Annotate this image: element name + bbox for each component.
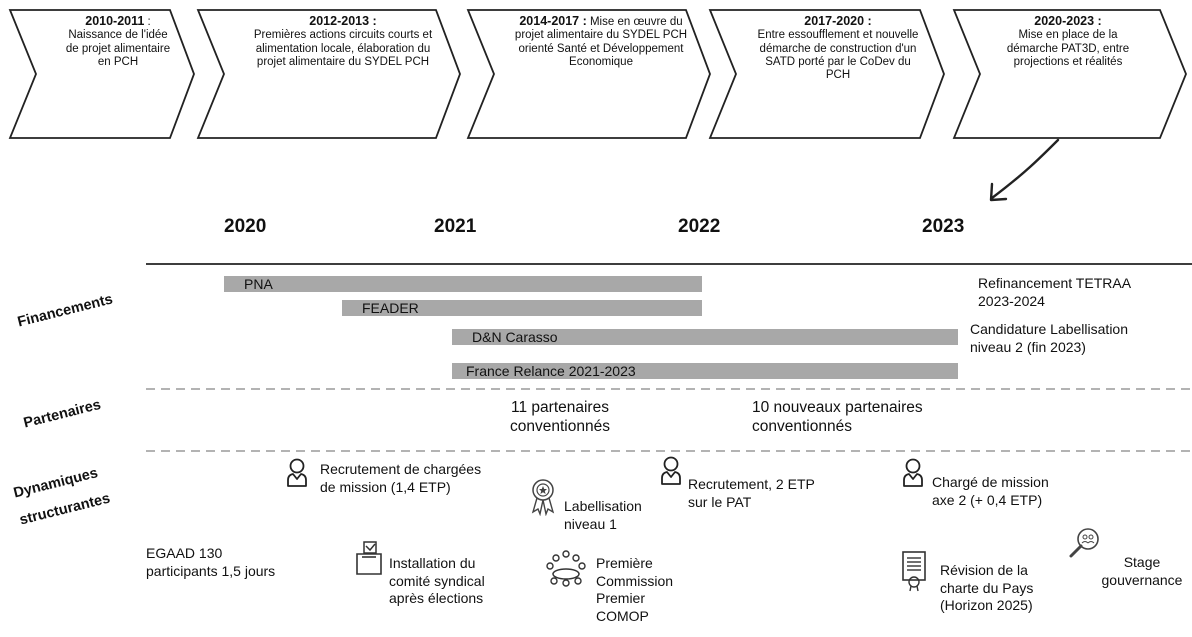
phase-chevron-5 [952, 9, 1187, 139]
funding-label-feader: FEADER [362, 300, 419, 316]
event-charte: Révision de la charte du Pays (Horizon 2… [940, 562, 1034, 613]
search-people-icon [1068, 526, 1102, 560]
phase-chevron-3 [466, 9, 711, 139]
partners-2021: 11 partenaires conventionnés [510, 399, 610, 436]
funding-label-pna: PNA [244, 276, 273, 292]
phase-chevron-1 [8, 9, 195, 139]
phase-3-text: 2014-2017 : Mise en œuvre du projet alim… [514, 14, 688, 132]
phase-1-sep: : [144, 16, 151, 28]
ballot-box-icon [354, 540, 384, 576]
phase-5-years: 2020-2023 : [1034, 14, 1102, 28]
year-2022: 2022 [678, 216, 721, 237]
year-2020: 2020 [224, 216, 267, 237]
funding-note-tetraa: Refinancement TETRAA 2023-2024 [978, 275, 1131, 309]
phase-2-years: 2012-2013 : [309, 14, 377, 28]
funding-bar-pna [224, 276, 702, 292]
funding-note-labellisation: Candidature Labellisation niveau 2 (fin … [970, 321, 1128, 355]
phase-5-desc: Mise en place de la démarche PAT3D, entr… [1006, 29, 1130, 68]
event-labellisation: Labellisation niveau 1 [564, 498, 642, 532]
document-icon [900, 550, 928, 592]
year-2021: 2021 [434, 216, 477, 237]
phase-3-desc: en œuvre du projet alimentaire du SYDEL … [514, 16, 688, 68]
phase-chevron-2 [196, 9, 461, 139]
phase-1-years: 2010-2011 [85, 14, 145, 28]
funding-label-carasso: D&N Carasso [472, 329, 558, 345]
person-icon-recrutement-1 [286, 458, 308, 488]
event-recrutement-etp: Recrutement, 2 ETP sur le PAT [688, 476, 815, 510]
event-stage: Stage gouvernance [1101, 554, 1183, 588]
phase-chevrons [8, 9, 1187, 139]
funding-bar-france-relance [452, 363, 958, 379]
event-charge-mission: Chargé de mission axe 2 (+ 0,4 ETP) [932, 474, 1049, 508]
year-2023: 2023 [922, 216, 965, 237]
person-icon-recrutement-2 [660, 456, 682, 486]
event-installation: Installation du comité syndical après él… [389, 555, 485, 606]
partners-2022: 10 nouveaux partenaires conventionnés [752, 399, 923, 436]
event-recrutement-charges: Recrutement de chargées de mission (1,4 … [320, 461, 482, 495]
phase-3-years: 2014-2017 : [519, 14, 587, 28]
funding-bar-carasso [452, 329, 958, 345]
phase-1-desc: Naissance de l'idée de projet alimentair… [65, 29, 171, 68]
event-commission: Première Commission Premier COMOP [596, 555, 674, 624]
phase-4-text: 2017-2020 : Entre essoufflement et nouve… [754, 14, 922, 132]
phase-4-desc: Entre essoufflement et nouvelle démarche… [757, 29, 919, 82]
funding-bar-feader [342, 300, 702, 316]
phase-1-text: 2010-2011 : Naissance de l'idée de proje… [62, 14, 174, 132]
phase-4-years: 2017-2020 : [804, 14, 872, 28]
phase-2-text: 2012-2013 : Premières actions circuits c… [250, 14, 436, 132]
phase-3-sep: Mise [586, 16, 615, 28]
phase-2-desc: Premières actions circuits courts et ali… [253, 29, 433, 68]
phase-5-text: 2020-2023 : Mise en place de la démarche… [1000, 14, 1136, 132]
funding-label-france-relance: France Relance 2021-2023 [466, 363, 636, 379]
event-egaad: EGAAD 130 participants 1,5 jours [146, 545, 276, 579]
person-icon-charge-mission [902, 458, 924, 488]
meeting-icon [546, 548, 586, 588]
phase-chevron-4 [708, 9, 945, 139]
medal-icon [530, 478, 556, 516]
